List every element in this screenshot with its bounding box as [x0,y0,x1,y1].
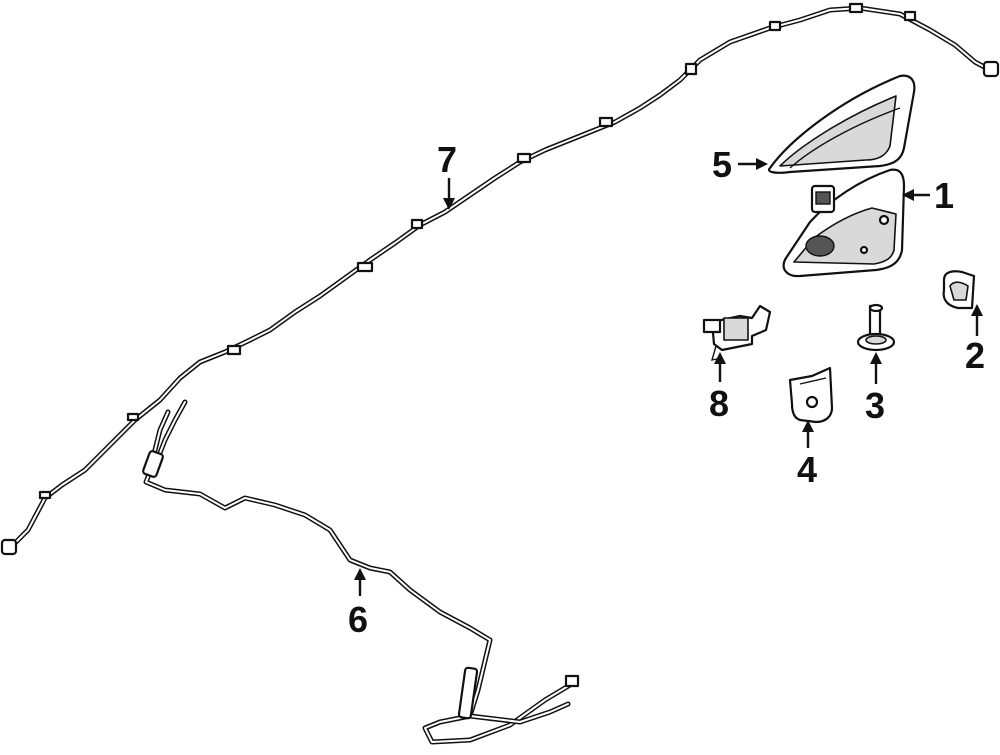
part-6-lower-cable [142,399,580,745]
cable-end-connector [982,60,1000,78]
callout-2: 2 [965,335,985,376]
cable-clip [903,10,917,22]
cable-clip [356,261,374,273]
cable-clip [126,412,140,422]
cable-clip [38,490,52,500]
cable-clip [768,20,782,32]
callout-5: 5 [712,144,732,185]
part-7-roof-cable [0,2,1000,556]
part-8-connector [702,304,772,361]
callout-7: 7 [437,139,457,180]
callout-4: 4 [797,449,817,490]
cable-end-connector [0,538,18,556]
cable-sleeve [142,450,164,478]
cable-end-connector [564,674,580,688]
cable-sleeve [457,666,479,720]
cable-clip [410,218,424,230]
cable-clip [516,152,532,164]
callout-1: 1 [934,175,954,216]
cable-clip [684,62,698,76]
callout-arrows [354,158,983,596]
part-2-clip [942,270,976,310]
cable-clip [598,116,614,128]
cable-clip [226,344,242,356]
part-4-bracket [788,366,834,424]
part-5-antenna-cover [767,74,916,174]
callout-8: 8 [709,383,729,424]
part-1-antenna-base [782,168,906,278]
part-3-push-pin [856,303,896,352]
callout-6: 6 [348,599,368,640]
cable-clip [848,2,864,14]
callout-3: 3 [865,385,885,426]
